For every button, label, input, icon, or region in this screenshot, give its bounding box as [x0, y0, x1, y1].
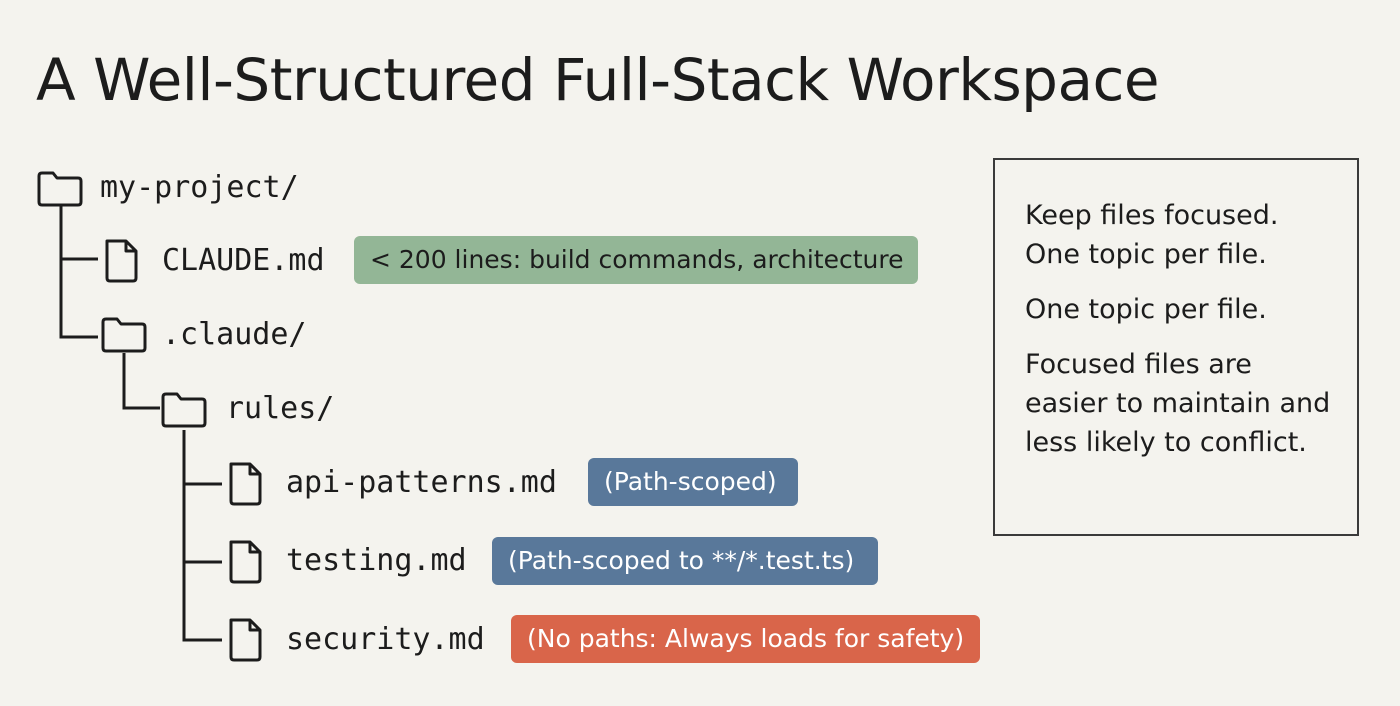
badge-api-patterns: (Path-scoped) — [588, 458, 798, 506]
page-title: A Well-Structured Full-Stack Workspace — [36, 46, 1160, 114]
note-line-3: Focused files are easier to maintain and… — [1025, 349, 1331, 458]
folder-name-claude[interactable]: .claude/ — [162, 317, 307, 352]
note-line-2: One topic per file. — [1025, 294, 1267, 325]
badge-testing: (Path-scoped to **/*.test.ts) — [492, 537, 878, 585]
badge-security: (No paths: Always loads for safety) — [511, 615, 980, 663]
file-name-api-patterns[interactable]: api-patterns.md — [286, 465, 557, 500]
folder-name-my-project[interactable]: my-project/ — [100, 170, 299, 205]
folder-name-rules[interactable]: rules/ — [226, 391, 335, 426]
file-icon — [105, 239, 138, 283]
connector-claude-dir — [122, 353, 160, 410]
file-icon — [229, 462, 262, 506]
file-icon — [229, 618, 262, 662]
file-name-testing[interactable]: testing.md — [286, 543, 467, 578]
folder-icon — [37, 171, 83, 207]
folder-icon — [101, 317, 147, 353]
folder-icon — [161, 392, 207, 428]
badge-claude-md: < 200 lines: build commands, architectur… — [354, 236, 918, 284]
tree-connector-lines — [59, 206, 222, 642]
guidance-note-box: Keep files focused. One topic per file. … — [993, 158, 1359, 536]
connector-rules — [182, 430, 222, 642]
file-name-claude-md[interactable]: CLAUDE.md — [162, 243, 325, 278]
note-line-1: Keep files focused. One topic per file. — [1025, 200, 1279, 270]
connector-root — [59, 206, 98, 339]
file-name-security[interactable]: security.md — [286, 622, 485, 657]
file-icon — [229, 540, 262, 584]
